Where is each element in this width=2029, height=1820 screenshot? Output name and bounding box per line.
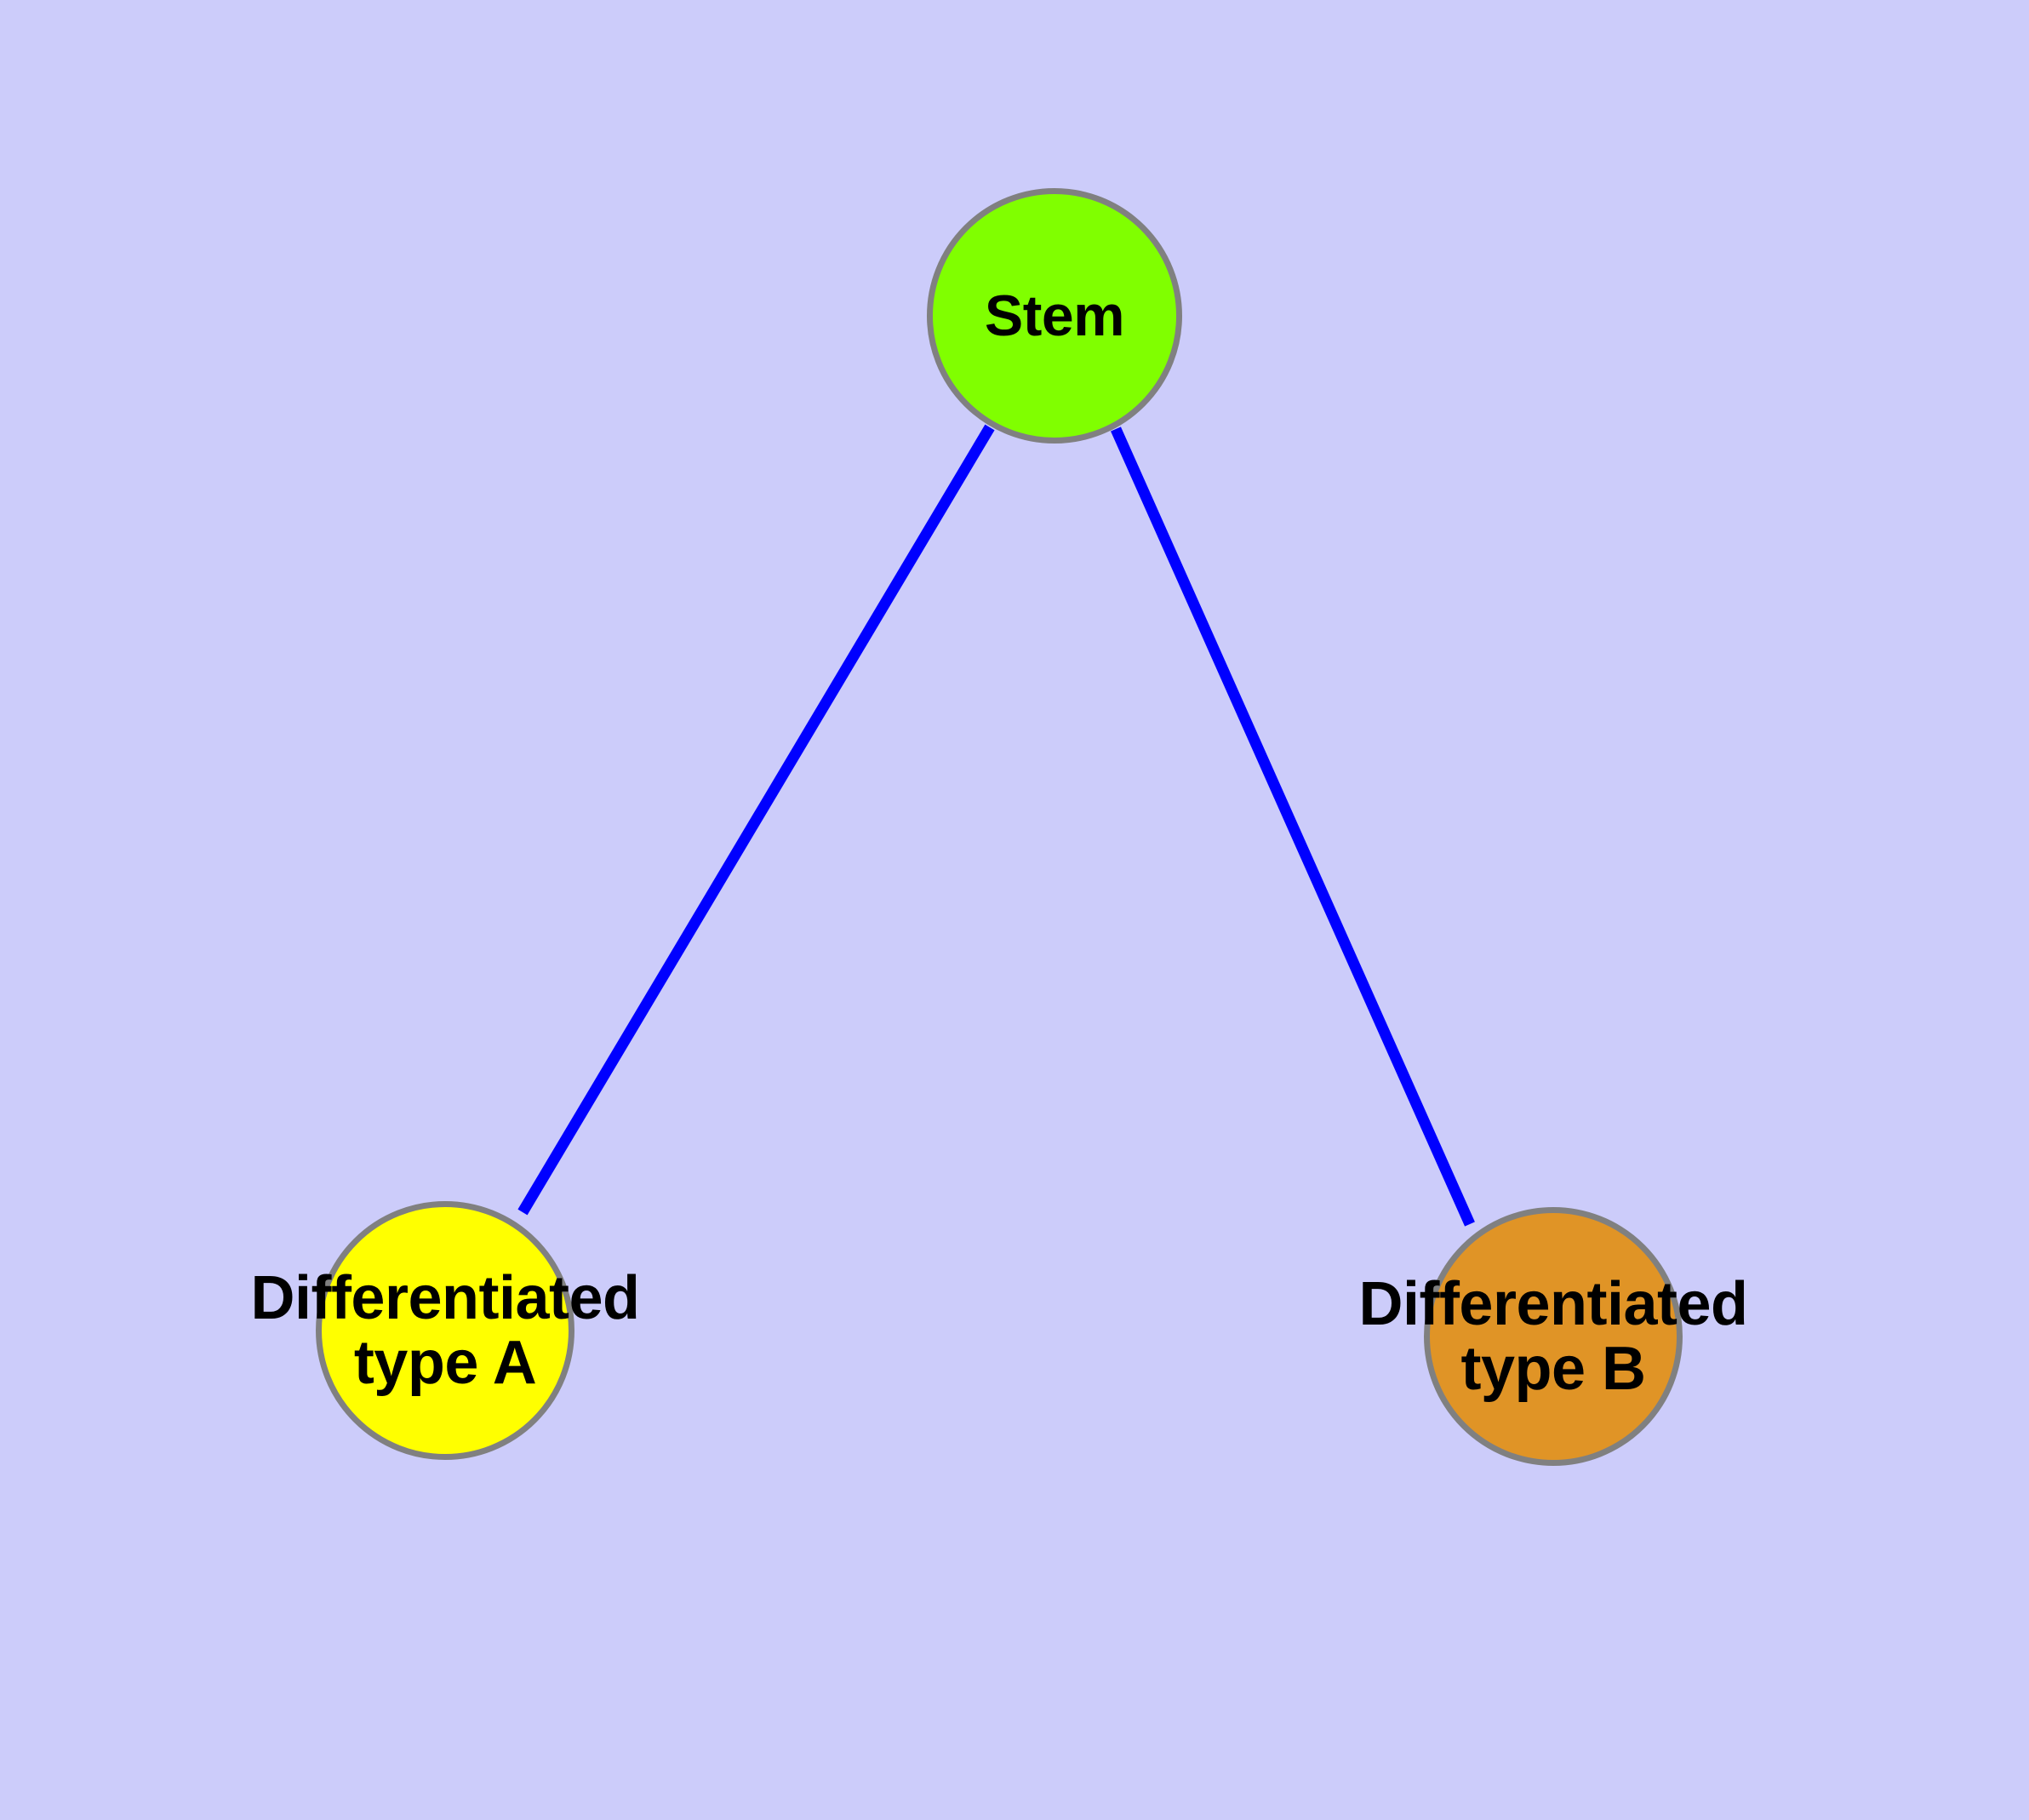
edge-stem-to-differentiated-type-b bbox=[1111, 426, 1475, 1227]
node-differentiated-type-a[interactable] bbox=[316, 1201, 574, 1460]
node-differentiated-type-b[interactable] bbox=[1424, 1207, 1683, 1466]
edge-stem-to-differentiated-type-a bbox=[517, 424, 995, 1216]
node-stem[interactable] bbox=[927, 188, 1182, 444]
